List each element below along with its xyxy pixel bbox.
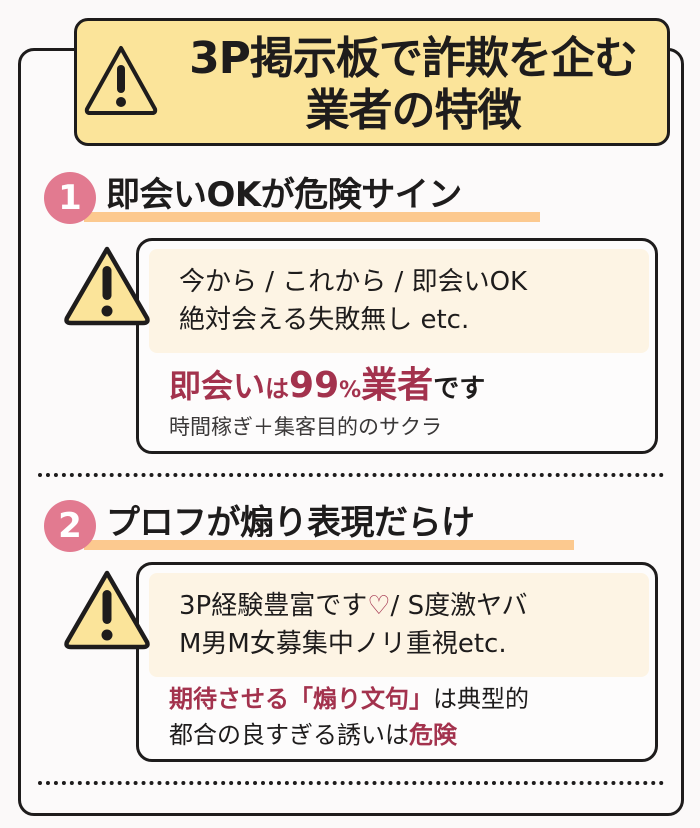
- example-line-2: 絶対会える失敗無し etc.: [179, 305, 470, 335]
- example-phrases: 3P経験豊富です♡/ S度激ヤバ M男M女募集中ノリ重視etc.: [179, 587, 528, 663]
- title-line-1: 3P掲示板で詐欺を企む: [189, 33, 638, 84]
- warning-triangle-icon: [64, 246, 150, 326]
- quote-highlight: [149, 249, 649, 353]
- title-line-2: 業者の特徴: [305, 85, 522, 136]
- number-badge: 1: [44, 172, 96, 224]
- section-1-heading: 1 即会いOKが危険サイン: [40, 168, 560, 228]
- dotted-divider: [38, 781, 664, 785]
- verdict-text: 即会いは99%業者です: [169, 365, 486, 406]
- example-phrases: 今から / これから / 即会いOK 絶対会える失敗無し etc.: [179, 263, 527, 339]
- section-heading-text: 即会いOKが危険サイン: [106, 175, 462, 215]
- verdict-line-1: 期待させる「煽り文句」は典型的: [169, 685, 529, 713]
- heading-underline: [84, 212, 540, 222]
- number-badge: 2: [44, 500, 96, 552]
- example-line-1: 3P経験豊富です♡/ S度激ヤバ: [179, 591, 528, 621]
- heading-underline: [84, 540, 574, 550]
- warning-triangle-icon: [84, 46, 158, 115]
- title-banner: 3P掲示板で詐欺を企む 業者の特徴: [74, 18, 670, 146]
- heart-icon: ♡: [367, 591, 391, 621]
- section-2-card: 3P経験豊富です♡/ S度激ヤバ M男M女募集中ノリ重視etc. 期待させる「煽…: [136, 562, 658, 762]
- example-line-2: M男M女募集中ノリ重視etc.: [179, 629, 507, 659]
- verdict-line-2: 都合の良すぎる誘いは危険: [169, 721, 457, 749]
- example-line-1: 今から / これから / 即会いOK: [179, 267, 528, 297]
- section-1-card: 今から / これから / 即会いOK 絶対会える失敗無し etc. 即会いは99…: [136, 238, 658, 454]
- page-title: 3P掲示板で詐欺を企む 業者の特徴: [169, 33, 657, 137]
- section-heading-text: プロフが煽り表現だらけ: [106, 503, 475, 543]
- explanation-text: 時間稼ぎ＋集客目的のサクラ: [169, 415, 442, 439]
- dotted-divider: [38, 473, 664, 477]
- quote-highlight: [149, 573, 649, 677]
- section-2-heading: 2 プロフが煽り表現だらけ: [40, 496, 574, 556]
- warning-triangle-icon: [64, 570, 150, 650]
